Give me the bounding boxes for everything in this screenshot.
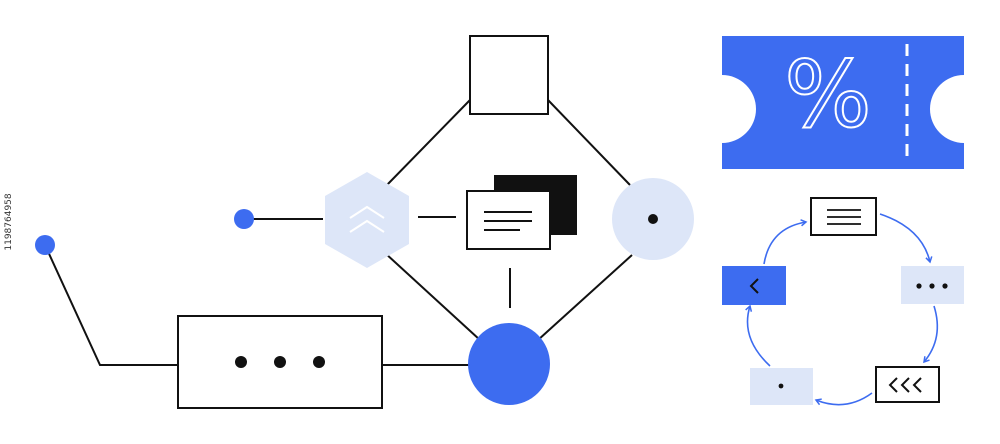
document-text-lines xyxy=(484,211,532,231)
document-lines-icon xyxy=(827,209,861,225)
chevrons-up-icon xyxy=(349,205,385,233)
cycle-diagram xyxy=(722,197,964,406)
cycle-rewind-box xyxy=(875,366,940,403)
left-endpoint-dot xyxy=(35,235,55,255)
line-right-to-bottom xyxy=(537,254,633,341)
coupon-percent-symbol: % xyxy=(784,41,871,148)
top-square-node xyxy=(469,35,549,115)
document-stack-icon xyxy=(466,175,577,250)
ellipsis-icon xyxy=(235,356,325,368)
triple-chevron-left-icon xyxy=(888,377,922,393)
coupon-shape xyxy=(722,36,964,169)
arrow-rewind-to-dot xyxy=(814,392,873,406)
cycle-rewind-node xyxy=(875,366,940,403)
line-top-to-left xyxy=(384,99,471,188)
line-top-to-right xyxy=(547,99,631,186)
dot-icon xyxy=(648,214,658,224)
cycle-dot-node xyxy=(750,368,813,405)
cycle-ellipsis-node xyxy=(901,266,964,304)
hexagon-node xyxy=(325,172,409,268)
arrow-ellipsis-to-rewind xyxy=(923,305,939,364)
right-circle-node xyxy=(612,178,694,260)
network-diagram xyxy=(35,35,694,409)
hex-endpoint-dot xyxy=(234,209,254,229)
arrow-dot-to-back xyxy=(745,304,771,367)
chevron-left-icon xyxy=(749,278,759,294)
bottom-circle-node xyxy=(468,323,550,405)
cycle-document-node xyxy=(810,197,877,236)
coupon-ticket: % xyxy=(722,36,964,169)
stock-id-text: 1198764958 xyxy=(4,193,14,251)
connector-lines xyxy=(44,99,633,366)
ellipsis-box-node xyxy=(177,315,383,409)
cycle-ellipsis-icon xyxy=(916,283,948,289)
percent-ticket-icon: % xyxy=(783,40,872,149)
line-left-to-bottom xyxy=(384,252,481,341)
cycle-back-box xyxy=(722,266,786,305)
cycle-back-node xyxy=(722,266,786,305)
line-left-elbow xyxy=(44,244,178,366)
arrow-doc-to-ellipsis xyxy=(879,213,933,264)
cycle-dot-icon xyxy=(778,383,784,389)
arrow-back-to-doc xyxy=(763,219,808,265)
cycle-arrows xyxy=(745,213,939,406)
